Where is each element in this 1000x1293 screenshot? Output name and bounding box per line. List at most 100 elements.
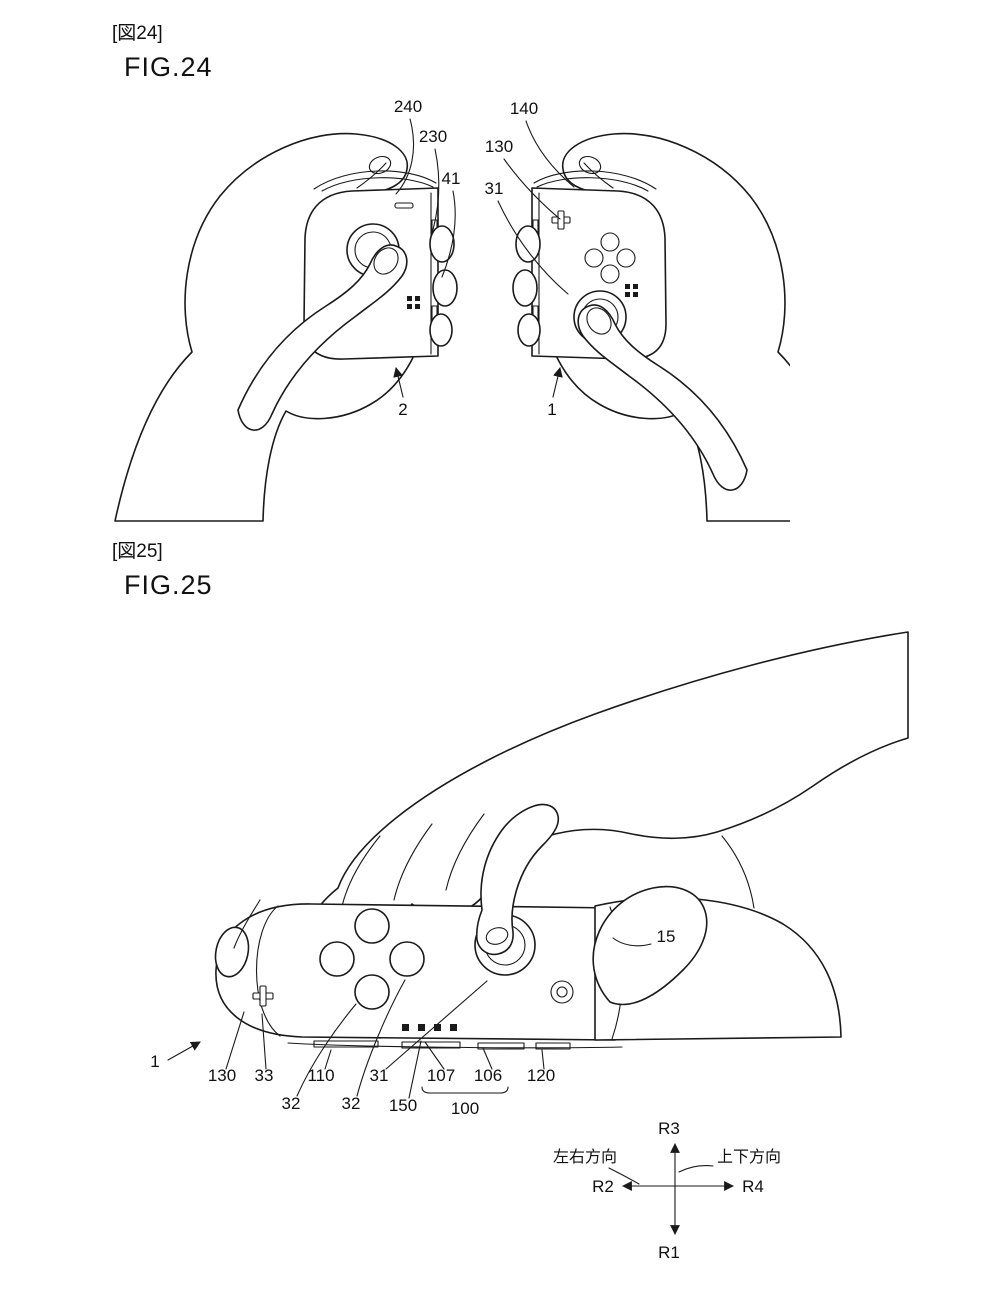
ref-32b: 32 — [342, 1094, 361, 1113]
left-fingertip-bump — [429, 225, 455, 263]
arrow-to-controller-2 — [393, 367, 404, 398]
leader-130 — [225, 1011, 245, 1070]
plus-button — [551, 210, 571, 230]
axis-label-r4: R4 — [742, 1177, 764, 1196]
right-thumb-group — [577, 304, 748, 491]
fig24-drawing: 240 230 41 140 130 31 2 1 — [114, 97, 790, 522]
ref-120: 120 — [527, 1066, 555, 1085]
ref-230: 230 — [419, 127, 447, 146]
face-button-left — [319, 941, 355, 977]
leader-33 — [261, 1013, 267, 1070]
left-housing-seam — [256, 905, 281, 1037]
fig25-drawing: 15 1 130 33 110 31 107 106 120 32 32 150… — [150, 631, 909, 1118]
ref-110: 110 — [307, 1066, 334, 1085]
brace-100 — [421, 1086, 509, 1094]
ref-32a: 32 — [282, 1094, 301, 1113]
leader-130 — [503, 158, 561, 220]
face-button — [600, 264, 620, 284]
right-indicator-dot — [633, 292, 638, 297]
axis-label-r1: R1 — [658, 1243, 680, 1262]
finger-crease — [393, 823, 433, 901]
leader-240 — [395, 118, 415, 195]
fig25-title: FIG.25 — [124, 570, 213, 600]
leader-32b — [356, 979, 406, 1097]
leader-230 — [429, 148, 440, 241]
axis-label-ud-direction: 上下方向 — [717, 1148, 781, 1166]
pinky-fingertip — [214, 926, 250, 978]
left-thumb — [237, 244, 408, 431]
axis-legend: R3 R1 R2 R4 左右方向 上下方向 — [553, 1119, 781, 1262]
ref-2: 2 — [398, 400, 407, 419]
right-fingertip-bump — [512, 269, 538, 307]
left-indicator-dot — [415, 304, 420, 309]
home-button-inner — [556, 986, 568, 998]
cross-button-v — [259, 985, 267, 1007]
left-hand-unit — [114, 132, 458, 522]
axis-label-r2: R2 — [592, 1177, 614, 1196]
leader-150 — [408, 1040, 422, 1099]
rail-segment-107 — [401, 1041, 461, 1049]
leader-140 — [525, 120, 575, 188]
leader-107 — [424, 1041, 445, 1070]
led-dot-150 — [450, 1024, 457, 1031]
leader-41 — [441, 190, 456, 278]
ref-31: 31 — [370, 1066, 389, 1085]
right-fingertip-bump — [515, 225, 541, 263]
rail-segment-110 — [313, 1040, 379, 1048]
leader-ud-label — [678, 1165, 714, 1173]
left-controller-shoulder-arc — [313, 170, 437, 190]
left-fingertip-bump — [429, 313, 453, 347]
face-button — [616, 248, 636, 268]
ref-150: 150 — [389, 1096, 417, 1115]
axis-label-lr-direction: 左右方向 — [553, 1148, 617, 1166]
right-thumb-nail — [586, 307, 612, 335]
hand-outline — [309, 631, 909, 936]
right-hand-unit — [512, 132, 790, 522]
home-button — [550, 980, 574, 1004]
ref-33: 33 — [255, 1066, 274, 1085]
left-indicator-dot — [407, 304, 412, 309]
hand-heel-line — [721, 835, 755, 909]
minus-button — [394, 202, 414, 209]
bottom-rail-line — [287, 1042, 623, 1049]
leader-32a — [296, 1003, 357, 1097]
face-button-bottom-32 — [354, 974, 390, 1010]
left-indicator-dot — [415, 296, 420, 301]
ref-130: 130 — [485, 137, 513, 156]
ref-1: 1 — [547, 400, 556, 419]
ref-130: 130 — [208, 1066, 236, 1085]
left-indicator-dot — [407, 296, 412, 301]
cross-button-33 — [252, 985, 274, 1007]
led-dot-150 — [418, 1024, 425, 1031]
ref-140: 140 — [510, 99, 538, 118]
right-indicator-dot — [633, 284, 638, 289]
face-button — [584, 248, 604, 268]
leader-106 — [482, 1047, 493, 1070]
leader-lr-label — [608, 1167, 640, 1185]
rail-segment-106 — [477, 1042, 525, 1050]
fig25-tag: [図25] — [112, 541, 163, 562]
thumb — [592, 885, 708, 1006]
fig24-title: FIG.24 — [124, 52, 213, 82]
pinky-shaft-line — [233, 899, 261, 949]
leader-15 — [612, 937, 652, 947]
face-button — [600, 232, 620, 252]
ref-15: 15 — [657, 927, 676, 946]
index-finger-nail — [485, 927, 509, 945]
right-indicator-dot — [625, 292, 630, 297]
led-dot-150 — [402, 1024, 409, 1031]
leader-110 — [324, 1049, 332, 1070]
ref-41: 41 — [442, 169, 461, 188]
right-index-crease — [583, 162, 614, 189]
right-index-nail — [578, 155, 602, 175]
right-controller-shoulder-arc — [533, 170, 657, 190]
left-index-crease — [356, 162, 387, 189]
rail-end-cap-120 — [535, 1042, 571, 1050]
face-button-top — [354, 908, 390, 944]
arrow-to-controller-1 — [552, 367, 563, 398]
leader-31 — [385, 980, 488, 1070]
right-controller-shoulder-arc-inner — [536, 177, 649, 192]
right-indicator-dot — [625, 284, 630, 289]
leader-31 — [497, 200, 569, 295]
